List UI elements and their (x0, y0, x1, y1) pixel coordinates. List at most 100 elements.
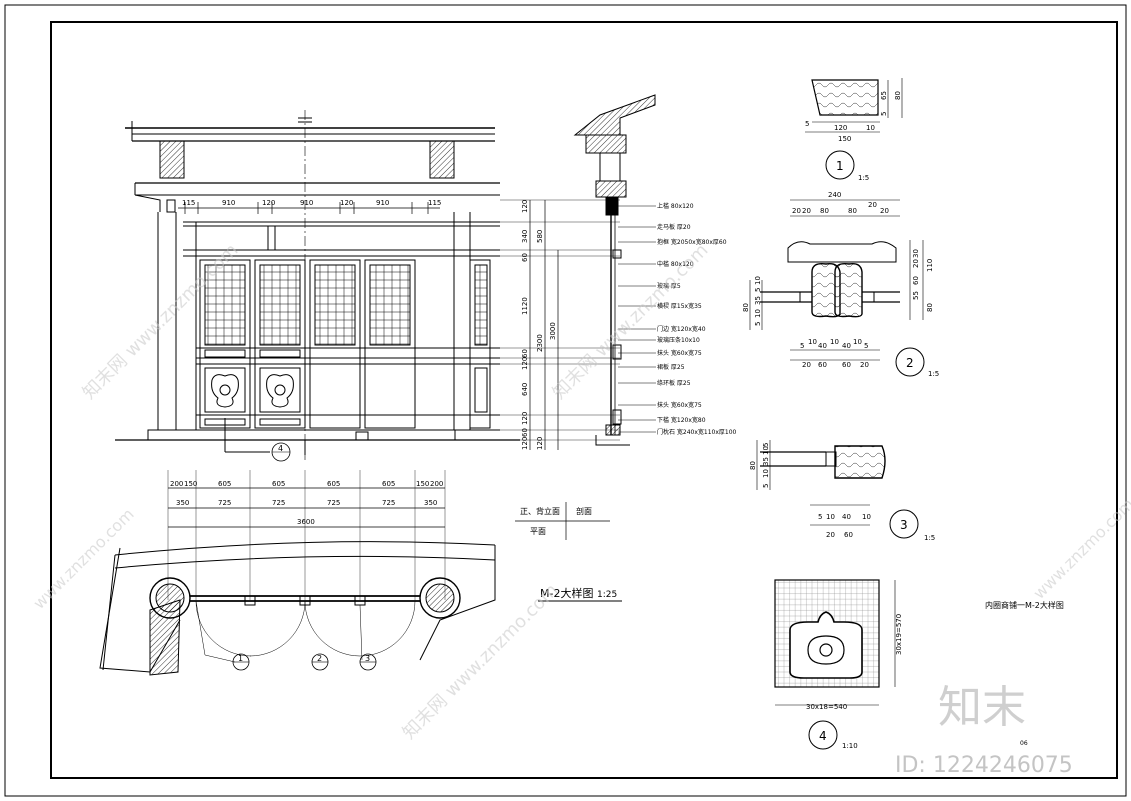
d2-bot-10a: 10 (808, 338, 817, 346)
vertical-dimension-chain (500, 199, 620, 450)
d2-right-55: 55 (912, 291, 920, 300)
detail-2-number: 2 (906, 356, 914, 370)
vdim-580: 580 (536, 230, 544, 243)
detail-2-scale: 1:5 (928, 370, 939, 378)
vdim-3000: 3000 (549, 322, 557, 340)
detail-1 (805, 78, 903, 180)
bdim1-150b: 150 (416, 480, 429, 488)
section-label-4: 中槛 80x120 (657, 260, 694, 268)
floor-plan (99, 541, 496, 676)
d2-top-20d: 20 (880, 207, 889, 215)
vdim-120a: 120 (521, 200, 529, 213)
d2-bot-20a: 20 (802, 361, 811, 369)
bdim2-350a: 350 (176, 499, 189, 507)
bdim1-605c: 605 (327, 480, 340, 488)
section-label-1: 上槛 80x120 (657, 202, 694, 210)
bdim1-605d: 605 (382, 480, 395, 488)
vdim-340: 340 (521, 230, 529, 243)
d2-right-60: 60 (912, 276, 920, 285)
d3-bot-5: 5 (818, 513, 822, 521)
d3-left-80: 80 (749, 461, 757, 470)
d2-left-5a: 5 (754, 322, 762, 326)
detail-1-scale: 1:5 (858, 174, 869, 182)
detail-4 (774, 579, 896, 750)
d2-left-80: 80 (742, 303, 750, 312)
d2-top-20a: 20 (792, 207, 801, 215)
vdim-60a: 60 (521, 253, 529, 262)
d2-left-5b: 5 (754, 288, 762, 292)
d3-left-10a: 10 (762, 469, 770, 478)
section-label-7: 门边 宽120x宽40 (657, 325, 706, 333)
d2-top-240: 240 (828, 191, 841, 199)
callout-4-label: 4 (278, 444, 283, 453)
d1-dim-65: 65 (880, 91, 888, 100)
bdim2-350b: 350 (424, 499, 437, 507)
main-caption: M-2大样图 (540, 586, 593, 600)
bdim1-605a: 605 (218, 480, 231, 488)
detail-4-height: 30x19=570 (895, 614, 903, 655)
sheet-number: 06 (1020, 740, 1028, 747)
d3-bot-10b: 10 (862, 513, 871, 521)
plan-callouts: 1 2 3 (232, 653, 377, 671)
d2-top-80a: 80 (820, 207, 829, 215)
watermark-id: ID: 1224246075 (895, 753, 1073, 778)
d3-left-10b: 10 (762, 446, 770, 455)
vdim-120e: 120 (536, 437, 544, 450)
d2-left-35: 35 (754, 296, 762, 305)
d2-bot-60a: 60 (818, 361, 827, 369)
detail-3 (756, 440, 919, 539)
d3-bot-20: 20 (826, 531, 835, 539)
section-label-3: 抱框 宽2050x宽80x厚60 (657, 238, 727, 246)
watermark-brand: 知末 (938, 682, 1026, 733)
bdim2-725d: 725 (382, 499, 395, 507)
d2-left-10a: 10 (754, 309, 762, 318)
elev-dim-910b: 910 (300, 199, 313, 207)
d2-right-30: 30 (912, 249, 920, 258)
d2-bot-5a: 5 (800, 342, 804, 350)
d1-dim-150: 150 (838, 135, 851, 143)
d3-bot-60: 60 (844, 531, 853, 539)
d2-bot-10b: 10 (830, 338, 839, 346)
section-label-13: 下槛 宽120x宽80 (657, 416, 706, 424)
bottom-dimension-labels: 200 150 605 605 605 605 150 200 350 725 … (170, 480, 443, 526)
section-label-6: 横棂 厚15x宽35 (657, 302, 702, 310)
drawing-title: 内圈商铺一M-2大样图 (985, 600, 1064, 610)
d2-top-80b: 80 (848, 207, 857, 215)
d2-right-80: 80 (926, 303, 934, 312)
d2-top-20c: 20 (868, 201, 877, 209)
detail-4-scale: 1:10 (842, 742, 858, 750)
plan-callout-3-label: 3 (365, 654, 370, 663)
section-label-11: 绦环板 厚25 (657, 379, 691, 387)
d1-dim-10: 10 (866, 124, 875, 132)
watermark-5: www.znzmo.com (1029, 495, 1131, 603)
d1-dim-5a: 5 (805, 120, 809, 128)
bdim-total-3600: 3600 (297, 518, 315, 526)
vdim-60b: 60 (521, 349, 529, 358)
d3-left-5a: 5 (762, 484, 770, 488)
vdim-120d: 120 (521, 437, 529, 450)
d1-dim-120: 120 (834, 124, 847, 132)
door-section (573, 94, 656, 446)
d2-bot-60b: 60 (842, 361, 851, 369)
legend-section: 剖面 (576, 506, 592, 516)
elev-dim-910a: 910 (222, 199, 235, 207)
plan-callout-1-label: 1 (238, 654, 243, 663)
watermark-4: www.znzmo.com (29, 505, 137, 613)
detail-4-number: 4 (819, 729, 827, 743)
inner-frame (50, 21, 1118, 779)
vdim-2300: 2300 (536, 334, 544, 352)
elev-dim-120a: 120 (262, 199, 275, 207)
bdim1-150a: 150 (184, 480, 197, 488)
section-label-5: 玻璃 厚5 (657, 282, 681, 290)
d2-right-110: 110 (926, 259, 934, 272)
front-elevation (115, 110, 520, 460)
bdim1-200b: 200 (430, 480, 443, 488)
vdim-640: 640 (521, 383, 529, 396)
section-label-list: 上槛 80x120 走马板 厚20 抱框 宽2050x宽80x厚60 中槛 80… (657, 202, 737, 436)
d2-top-20b: 20 (802, 207, 811, 215)
elevation-top-dimensions (178, 202, 440, 214)
d3-left-5b: 5 (762, 443, 770, 447)
vdim-120b: 120 (521, 357, 529, 370)
section-label-9: 抹头 宽60x宽75 (657, 349, 702, 357)
